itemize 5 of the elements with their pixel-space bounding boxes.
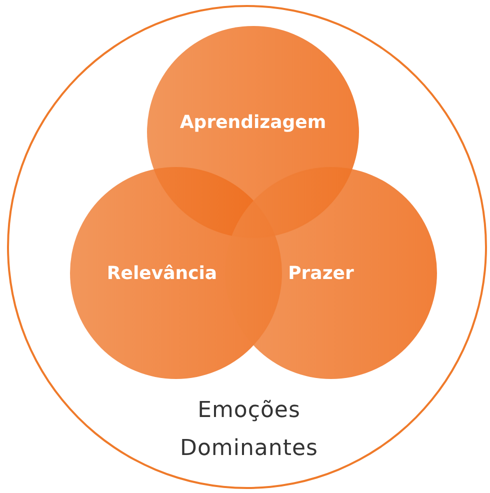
outer-circle [7, 5, 487, 489]
circle-label: Aprendizagem [180, 112, 326, 132]
circle-label: Prazer [288, 262, 354, 284]
circle-label: Relevância [106, 262, 218, 284]
circle-label: Emoções Dominantes [179, 397, 319, 463]
